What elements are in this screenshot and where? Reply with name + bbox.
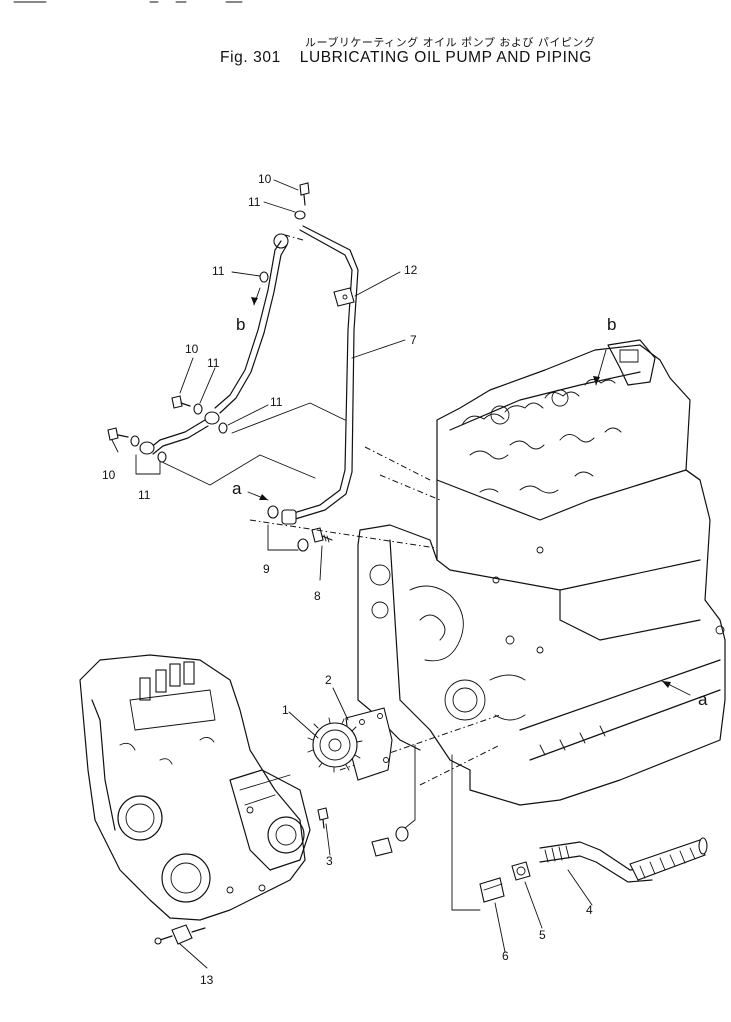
callout-8: 8 bbox=[314, 589, 321, 603]
washer-9-b bbox=[297, 538, 309, 552]
callout-12: 12 bbox=[404, 263, 418, 277]
english-title: LUBRICATING OIL PUMP AND PIPING bbox=[299, 49, 592, 66]
ref-a-left: a bbox=[232, 479, 242, 498]
oil-pump bbox=[307, 707, 393, 781]
bolt-10-mid bbox=[171, 395, 191, 409]
ref-b-right: b bbox=[607, 315, 617, 334]
callout-3: 3 bbox=[326, 854, 333, 868]
callout-11-top: 11 bbox=[248, 195, 261, 209]
callout-5: 5 bbox=[539, 928, 546, 942]
washer-11-mid bbox=[259, 271, 269, 283]
nut-5 bbox=[511, 861, 531, 881]
figure-title: Fig. 301 LUBRICATING OIL PUMP AND PIPING bbox=[220, 49, 592, 67]
japanese-title: ルーブリケーティング オイル ポンプ および パイピング bbox=[305, 36, 596, 49]
callout-6: 6 bbox=[502, 949, 509, 963]
callout-4: 4 bbox=[586, 903, 593, 917]
washer-11-mid2 bbox=[193, 403, 203, 415]
pressure-switch-13 bbox=[154, 924, 206, 945]
reference-arrows bbox=[247, 287, 691, 696]
callout-10-left: 10 bbox=[102, 468, 116, 482]
oil-pipe-7 bbox=[273, 225, 359, 525]
bolt-10-top bbox=[299, 182, 310, 206]
clamp-12 bbox=[333, 287, 355, 307]
pump-bolt-3 bbox=[317, 807, 329, 829]
callout-1: 1 bbox=[282, 703, 289, 717]
washer-11-left1 bbox=[130, 435, 140, 447]
callout-7: 7 bbox=[410, 333, 417, 347]
engine-block bbox=[357, 339, 726, 806]
connector-6 bbox=[479, 877, 505, 903]
oil-pipe-b bbox=[139, 240, 288, 455]
pump-housing-assembly bbox=[79, 654, 311, 921]
callout-11-right: 11 bbox=[270, 395, 283, 409]
callout-11-mid2: 11 bbox=[207, 356, 220, 370]
callout-2: 2 bbox=[325, 673, 332, 687]
bolt-8 bbox=[311, 527, 333, 543]
callout-11-mid: 11 bbox=[212, 264, 225, 278]
washer-9-a bbox=[267, 505, 279, 519]
callout-11-left: 11 bbox=[138, 488, 151, 502]
ref-b-left: b bbox=[236, 315, 246, 334]
callout-13: 13 bbox=[200, 973, 214, 987]
callout-9: 9 bbox=[263, 562, 270, 576]
leader-lines bbox=[111, 179, 593, 969]
figure-number: Fig. 301 bbox=[220, 49, 281, 66]
washer-11-left2 bbox=[157, 451, 167, 463]
bolt-10-left bbox=[107, 427, 129, 441]
washer-11-right bbox=[218, 422, 228, 434]
ref-a-right: a bbox=[698, 690, 708, 709]
callout-10-top: 10 bbox=[258, 172, 272, 186]
suction-pipe-4 bbox=[539, 837, 708, 883]
callout-10-mid: 10 bbox=[185, 342, 199, 356]
guide-lines bbox=[161, 234, 501, 911]
washer-11-top bbox=[294, 210, 306, 220]
drain-plug bbox=[371, 826, 409, 857]
